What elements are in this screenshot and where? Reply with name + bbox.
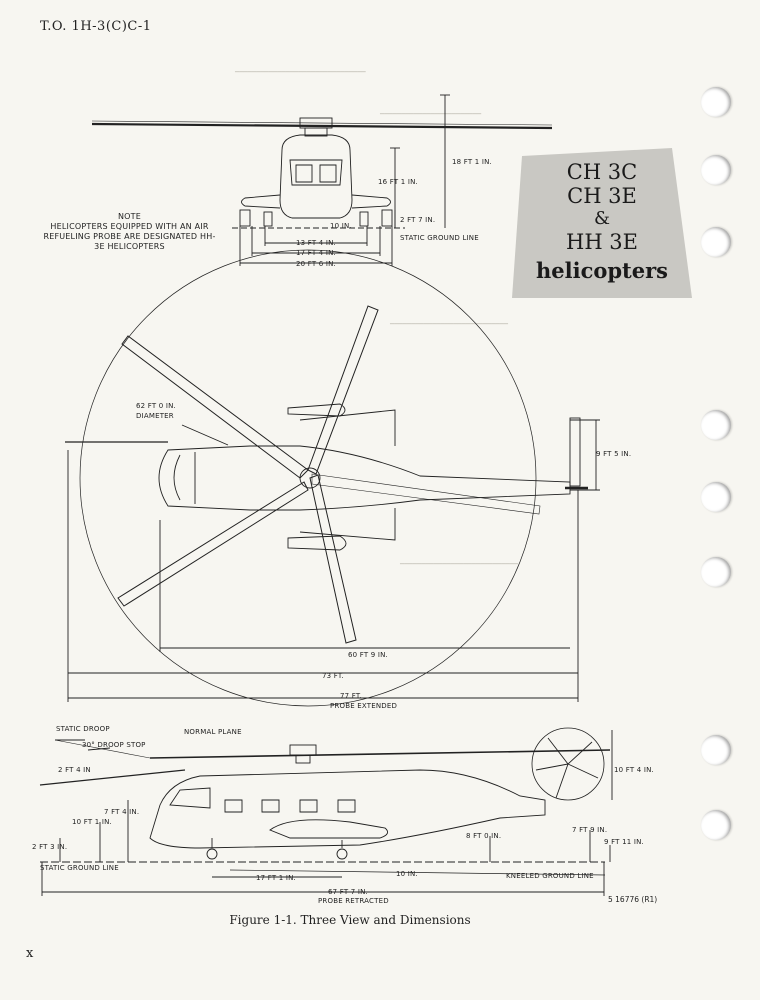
dim-width-2: 17 FT 4 IN. [296,249,336,257]
side-static-ground-label: STATIC GROUND LINE [40,864,119,872]
dim-gear-height: 2 FT 7 IN. [400,216,436,224]
dim-length-3: 77 FT. [340,692,362,700]
note-block: NOTE HELICOPTERS EQUIPPED WITH AN AIR RE… [42,212,217,252]
binder-hole [701,227,731,257]
top-view-drawing [65,249,600,707]
dim-fuselage-height: 8 FT 0 IN. [466,832,502,840]
binder-hole [701,735,731,765]
binder-hole [701,482,731,512]
title-box-shape [512,148,692,298]
binder-hole [701,557,731,587]
dim-length-3-label: PROBE EXTENDED [330,702,398,710]
dim-gear-height-side: 2 FT 3 IN. [32,843,68,851]
ghost-text: ━━━━━━━━━━━━━━━━━━━━━━━━━━━━━━━ [235,68,366,76]
binder-hole [701,87,731,117]
binder-hole [701,410,731,440]
figure-caption: Figure 1-1. Three View and Dimensions [229,913,471,927]
ghost-text: ━━━━━━━━━━━━━━━━━━━━━━━━ [380,110,482,118]
dim-wheelbase: 17 FT 1 IN. [256,874,296,882]
dim-ten-inch: 10 IN. [396,870,418,878]
dim-length-2: 73 FT. [322,672,344,680]
dim-tail-height: 7 FT 9 IN. [572,826,608,834]
kneeled-ground-label: KNEELED GROUND LINE [506,872,594,880]
model-amp: & [593,208,611,229]
front-view-drawing [91,94,553,266]
dim-track-inner: 10 IN. [330,222,352,230]
dim-tail-rotor-height: 10 FT 4 IN. [614,766,654,774]
model-ch3c: CH 3C [566,160,638,184]
model-title-box: CH 3C CH 3E & HH 3E helicopters [512,148,695,303]
dim-length-side: 67 FT 7 IN. [328,888,368,896]
front-ground-line-label: STATIC GROUND LINE [400,234,479,242]
dim-rotor-diameter-label: DIAMETER [136,412,174,420]
note-heading: NOTE [117,212,142,221]
binder-hole [701,810,731,840]
dim-length-side-label: PROBE RETRACTED [318,897,389,905]
dim-tail-span: 9 FT 5 IN. [596,450,632,458]
label-droop-stop: 30° DROOP STOP [82,741,146,749]
binder-hole [701,155,731,185]
label-static-droop: STATIC DROOP [56,725,110,733]
dim-overall-height: 18 FT 1 IN. [452,158,492,166]
dim-hub-height: 16 FT 1 IN. [378,178,418,186]
model-helicopters: helicopters [535,258,668,283]
page-letter: x [26,946,34,961]
dim-nose-height: 10 FT 1 IN. [72,818,112,826]
label-normal-plane: NORMAL PLANE [184,728,242,736]
ghost-text: ━━━━━━━━━━━━━━━━━━━━━━━━━━━━ [400,560,519,568]
dim-width-3: 20 FT 6 IN. [296,260,336,268]
dim-length-1: 60 FT 9 IN. [348,651,388,659]
dim-width-1: 13 FT 4 IN. [296,239,336,247]
side-view-drawing [39,727,613,896]
note-body: HELICOPTERS EQUIPPED WITH AN AIR REFUELI… [43,222,216,251]
ghost-text: ━━━━━━━━━━━━━━━━━━━━━━━━━━━━ [390,320,509,328]
dim-tail-height-2: 9 FT 11 IN. [604,838,644,846]
figure-id: 5 16776 (R1) [608,895,658,904]
dim-blade-droop: 2 FT 4 IN [58,766,91,774]
model-ch3e: CH 3E [567,184,637,208]
dim-rotor-diameter: 62 FT 0 IN. [136,402,176,410]
to-number: T.O. 1H-3(C)C-1 [40,19,152,34]
model-hh3e: HH 3E [566,230,638,254]
dim-hub-height-side: 7 FT 4 IN. [104,808,140,816]
